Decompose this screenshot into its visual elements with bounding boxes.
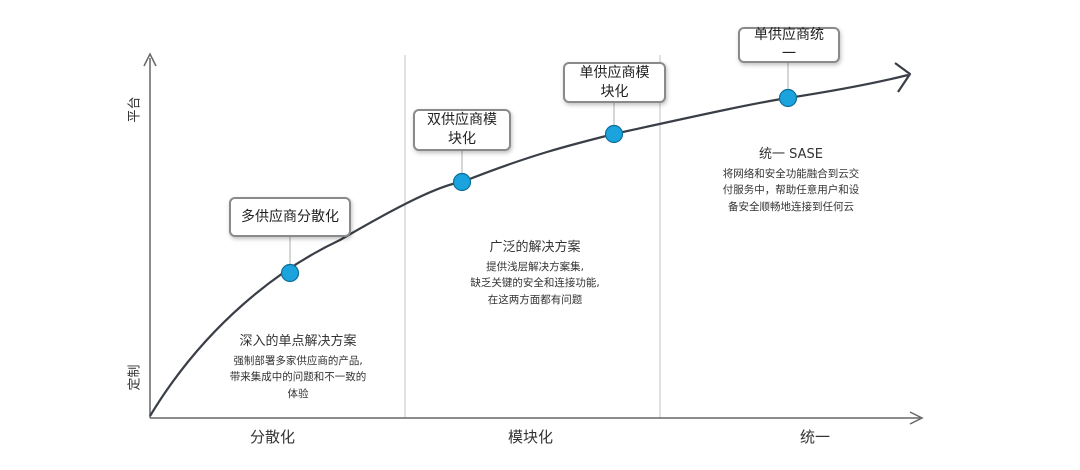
stage-description-line: 在这两方面都有问题 xyxy=(487,293,583,306)
stage-box-label: 块化 xyxy=(600,83,629,100)
stage-description-line: 将网络和安全功能融合到云交 xyxy=(722,168,860,180)
x-axis-label-unified: 统一 xyxy=(800,428,831,446)
stage-box-label: 单供应商模 xyxy=(579,64,650,81)
stage-dot xyxy=(778,88,798,108)
stage-description-line: 付服务中，帮助任意用户和设 xyxy=(722,184,860,197)
stage-description-line: 带来集成中的问题和不一致的 xyxy=(229,371,367,384)
y-axis-bottom-label: 定制 xyxy=(127,364,143,391)
x-axis-arrow xyxy=(909,411,924,425)
stage-description-line: 备安全顺畅地连接到任何云 xyxy=(728,200,854,213)
stage-box-multi-vendor: 多供应商分散化 xyxy=(229,197,351,237)
y-axis-arrow xyxy=(143,52,157,67)
stage-description-line: 提供浅层解决方案集, xyxy=(486,261,584,273)
y-axis-top-label: 平台 xyxy=(127,96,143,123)
stage-box-single-vendor-unified: 单供应商统一 xyxy=(738,27,840,63)
stage-box-label: 块化 xyxy=(448,131,476,147)
x-axis-label-decentralized: 分散化 xyxy=(250,428,296,446)
stage-description-title: 统一 SASE xyxy=(759,147,823,162)
stage-box-single-vendor-modular: 单供应商模 块化 xyxy=(563,62,666,103)
stage-box-label: 单供应商统一 xyxy=(754,27,824,62)
x-axis-label-modular: 模块化 xyxy=(508,428,554,446)
stage-description-unified-sase: 统一 SASE 将网络和安全功能融合到云交 付服务中，帮助任意用户和设 备安全顺… xyxy=(708,143,874,215)
stage-description-line: 缺乏关键的安全和连接功能, xyxy=(470,277,600,290)
stage-box-label: 双供应商模 xyxy=(427,112,497,129)
stage-description-line: 强制部署多家供应商的产品, xyxy=(233,355,363,367)
stage-description-title: 深入的单点解决方案 xyxy=(239,334,357,349)
stage-box-label: 多供应商分散化 xyxy=(241,208,339,225)
stage-description-broad-solutions: 广泛的解决方案 提供浅层解决方案集, 缺乏关键的安全和连接功能, 在这两方面都有… xyxy=(450,236,620,308)
stage-description-title: 广泛的解决方案 xyxy=(489,240,581,255)
stage-box-dual-vendor: 双供应商模 块化 xyxy=(413,109,511,151)
stage-description-point-solutions: 深入的单点解决方案 强制部署多家供应商的产品, 带来集成中的问题和不一致的 体验 xyxy=(218,330,378,402)
stage-dot xyxy=(604,124,624,144)
stage-description-line: 体验 xyxy=(287,387,309,400)
curve-arrowhead xyxy=(894,62,912,93)
stage-dot xyxy=(280,263,300,283)
stage-dot xyxy=(452,172,472,192)
